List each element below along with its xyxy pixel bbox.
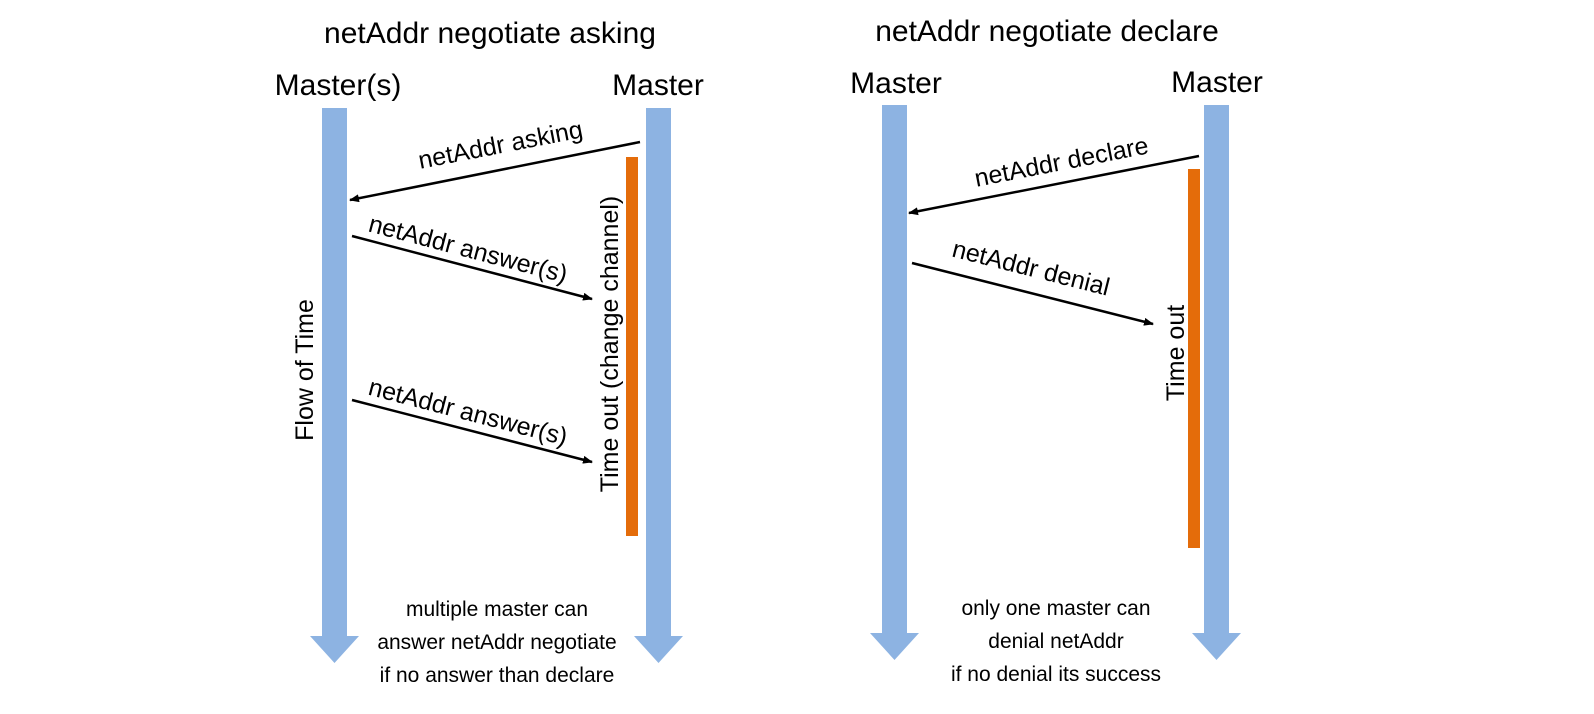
flow-of-time-label: Flow of Time	[291, 299, 319, 441]
msg-netaddr-denial: netAddr denial	[949, 235, 1112, 302]
right-timeout-bar	[1188, 169, 1200, 548]
arrow-netaddr-declare	[908, 154, 1200, 216]
left-note-line-1: multiple master can	[406, 598, 588, 621]
left-lane-left-label: Master(s)	[275, 69, 402, 102]
arrow-netaddr-denial	[911, 261, 1154, 326]
right-lane-left-label: Master	[850, 67, 942, 100]
left-panel-title: netAddr negotiate asking	[324, 17, 656, 50]
arrow-netaddr-asking	[349, 140, 641, 203]
right-panel-title: netAddr negotiate declare	[875, 15, 1219, 48]
left-lifeline-masters	[310, 108, 359, 663]
right-panel: netAddr negotiate declare Master Master …	[850, 15, 1263, 686]
right-note-line-3: if no denial its success	[951, 663, 1161, 686]
left-note-line-2: answer netAddr negotiate	[377, 631, 616, 654]
right-note-line-2: denial netAddr	[988, 630, 1123, 653]
right-timeout-label: Time out	[1162, 305, 1190, 401]
left-lifeline-master	[634, 108, 683, 663]
left-lane-right-label: Master	[612, 69, 704, 102]
left-panel: netAddr negotiate asking Master(s) Maste…	[275, 17, 704, 687]
arrow-netaddr-answer-1	[351, 234, 593, 301]
right-lifeline-master-right	[1192, 105, 1241, 660]
right-lifeline-master-left	[870, 105, 919, 660]
right-note-line-1: only one master can	[961, 597, 1150, 620]
left-note-line-3: if no answer than declare	[380, 664, 615, 687]
left-timeout-label: Time out (change channel)	[596, 196, 624, 492]
right-lane-right-label: Master	[1171, 66, 1263, 99]
arrow-netaddr-answer-2	[351, 398, 593, 464]
msg-netaddr-answer-1: netAddr answer(s)	[366, 210, 571, 289]
msg-netaddr-asking: netAddr asking	[416, 115, 585, 174]
left-timeout-bar	[626, 157, 638, 536]
